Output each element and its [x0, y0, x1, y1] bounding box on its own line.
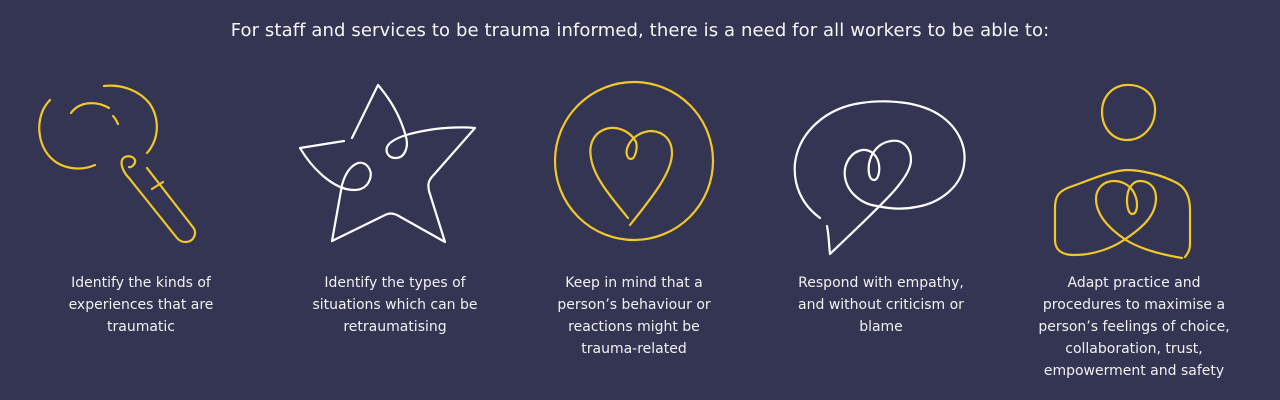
headline: For staff and services to be trauma info… — [230, 20, 1050, 41]
item-label: Respond with empathy, and without critic… — [798, 275, 964, 335]
star-icon — [275, 80, 515, 270]
item-label: Identify the types of situations which c… — [312, 275, 478, 335]
magnifying-glass-icon — [21, 80, 261, 270]
item-label: Keep in mind that a person’s behaviour o… — [557, 275, 711, 357]
heart-in-circle-icon — [514, 80, 754, 270]
item-label: Adapt practice and procedures to maximis… — [1038, 275, 1230, 379]
item-label: Identify the kinds of experiences that a… — [68, 275, 214, 335]
person-heart-icon — [1014, 80, 1254, 270]
speech-bubble-heart-icon — [761, 80, 1001, 270]
